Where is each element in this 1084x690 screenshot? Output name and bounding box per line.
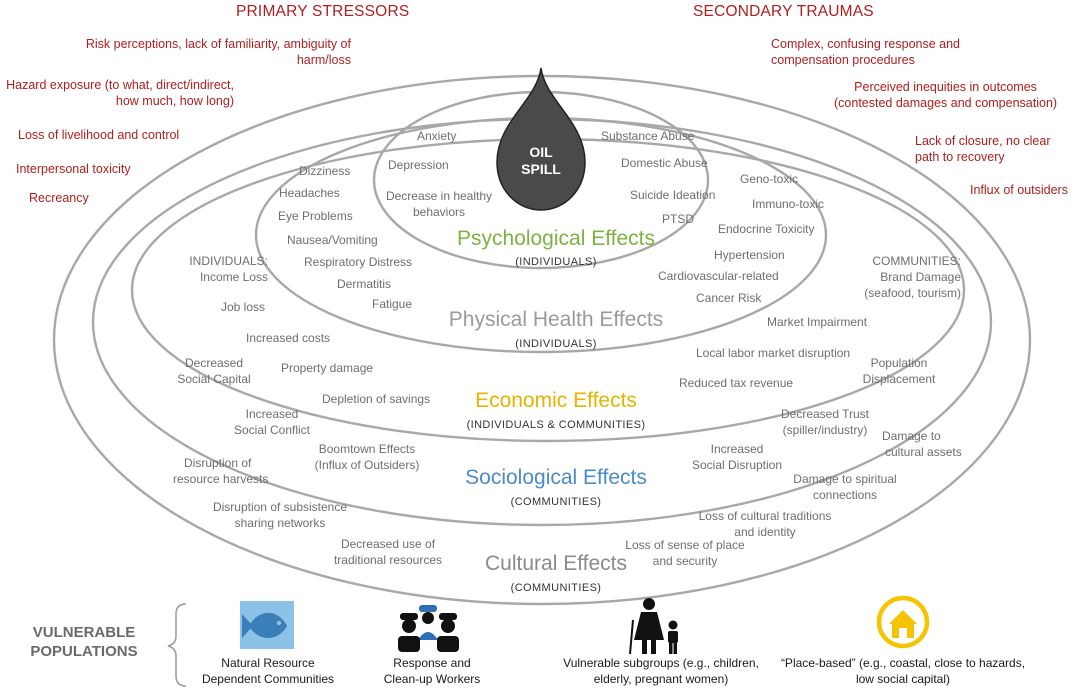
- phys-headaches: Headaches: [279, 186, 340, 200]
- psychological-title: Psychological Effects: [456, 227, 656, 250]
- phys-nausea: Nausea/Vomiting: [287, 233, 378, 247]
- psych-suicide-ideation: Suicide Ideation: [630, 188, 716, 202]
- phys-cancer: Cancer Risk: [696, 291, 762, 305]
- oil-label: OIL: [529, 144, 553, 160]
- fish-icon: [240, 601, 294, 649]
- psych-ptsd: PTSD: [662, 212, 695, 226]
- physical-title: Physical Health Effects: [448, 308, 664, 331]
- cultural-sub: (COMMUNITIES): [510, 582, 602, 594]
- psychological-sub: (INDIVIDUALS): [515, 256, 597, 268]
- sociological-title: Sociological Effects: [465, 466, 647, 489]
- stressor-hazard: Hazard exposure (to what, direct/indirec…: [6, 78, 234, 108]
- economic-title: Economic Effects: [475, 389, 637, 412]
- phys-hypertension: Hypertension: [714, 248, 785, 262]
- stressor-toxicity: Interpersonal toxicity: [16, 162, 131, 176]
- phys-dermatitis: Dermatitis: [337, 277, 392, 291]
- phys-dizziness: Dizziness: [299, 164, 351, 178]
- stressor-risk: Risk perceptions, lack of familiarity, a…: [85, 37, 351, 67]
- physical-sub: (INDIVIDUALS): [515, 338, 597, 350]
- econ-savings: Depletion of savings: [322, 392, 431, 406]
- phys-geno-toxic: Geno-toxic: [740, 172, 799, 186]
- econ-labor-market: Local labor market disruption: [696, 346, 851, 360]
- trauma-inequities: Perceived inequities in outcomes(contest…: [834, 80, 1058, 110]
- psych-anxiety: Anxiety: [417, 129, 457, 143]
- vulnerable-subgroups: Vulnerable subgroups (e.g., children,eld…: [563, 656, 759, 686]
- primary-stressors-title: PRIMARY STRESSORS: [236, 3, 410, 20]
- phys-respiratory: Respiratory Distress: [304, 255, 413, 269]
- secondary-traumas-title: SECONDARY TRAUMAS: [693, 3, 874, 20]
- psych-substance-abuse: Substance Abuse: [601, 129, 695, 143]
- socio-decreased-trust: Decreased Trust(spiller/industry): [780, 407, 870, 437]
- economic-sub: (INDIVIDUALS & COMMUNITIES): [466, 419, 646, 431]
- econ-property-damage: Property damage: [281, 361, 374, 375]
- socio-boomtown: Boomtown Effects(Influx of Outsiders): [314, 442, 420, 472]
- sociological-sub: (COMMUNITIES): [510, 496, 602, 508]
- psych-domestic-abuse: Domestic Abuse: [621, 156, 708, 170]
- econ-market-impairment: Market Impairment: [767, 315, 868, 329]
- phys-eye: Eye Problems: [278, 209, 353, 223]
- econ-income-loss: INDIVIDUALS:Income Loss: [189, 254, 268, 284]
- vulnerable-bracket: [167, 603, 187, 687]
- oil-drop-icon: [496, 67, 586, 211]
- phys-cardio: Cardiovascular-related: [658, 269, 779, 283]
- econ-tax-revenue: Reduced tax revenue: [679, 376, 794, 390]
- psych-depression: Depression: [388, 158, 449, 172]
- phys-endocrine: Endocrine Toxicity: [718, 222, 815, 236]
- phys-fatigue: Fatigue: [372, 297, 413, 311]
- family-icon: [629, 598, 678, 655]
- trauma-outsiders: Influx of outsiders: [970, 183, 1068, 197]
- vulnerable-place-based: “Place-based” (e.g., coastal, close to h…: [780, 656, 1026, 686]
- stressor-livelihood: Loss of livelihood and control: [18, 128, 180, 142]
- workers-icon: [398, 605, 459, 652]
- house-icon: [876, 595, 930, 649]
- stressor-recreancy: Recreancy: [29, 191, 89, 205]
- oil-spill-label: OIL SPILL: [521, 144, 561, 178]
- econ-brand-damage: COMMUNITIES:Brand Damage(seafood, touris…: [864, 254, 961, 300]
- cultural-title: Cultural Effects: [484, 552, 628, 575]
- econ-job-loss: Job loss: [221, 300, 266, 314]
- econ-increased-costs: Increased costs: [246, 331, 331, 345]
- phys-immuno-toxic: Immuno-toxic: [752, 197, 825, 211]
- spill-label: SPILL: [521, 161, 561, 177]
